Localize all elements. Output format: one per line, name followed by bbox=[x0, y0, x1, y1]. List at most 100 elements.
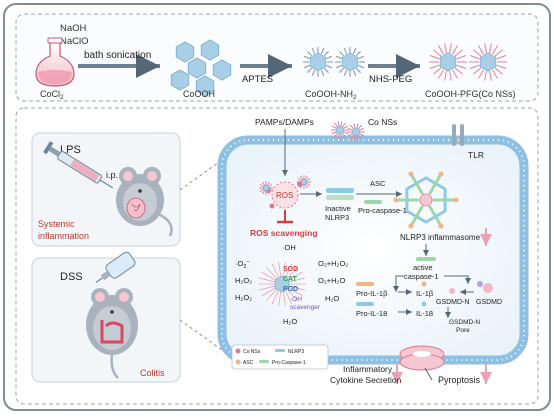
particle-spike bbox=[340, 133, 343, 139]
active-caspase-line2: caspase-1 bbox=[404, 272, 439, 281]
particle-spike bbox=[259, 189, 264, 192]
hexagon-sheet bbox=[200, 39, 220, 61]
particle-spike bbox=[267, 181, 270, 186]
il18-label: IL-18 bbox=[416, 309, 433, 318]
particle-spike bbox=[358, 64, 365, 69]
particle-spike bbox=[324, 68, 329, 73]
particle-spike bbox=[305, 184, 308, 189]
particle-spike bbox=[303, 64, 310, 69]
inflammasome-spoke bbox=[409, 205, 424, 228]
inflammasome-label: NLRP3 inflammasome bbox=[400, 233, 481, 242]
particle-spike bbox=[311, 70, 316, 77]
particle-spike bbox=[353, 135, 356, 141]
particle-spike bbox=[473, 67, 482, 75]
legend-nlrp3: NLRP3 bbox=[288, 349, 304, 355]
particle-core bbox=[479, 52, 497, 72]
inactive-nlrp3-line2: NLRP3 bbox=[325, 213, 349, 222]
inflammasome-core bbox=[419, 193, 433, 207]
hexagon-sheet bbox=[175, 41, 195, 63]
particle-spike bbox=[326, 55, 333, 60]
particle-spike bbox=[454, 67, 463, 75]
particle-spike bbox=[335, 55, 342, 60]
particle-spike bbox=[297, 178, 302, 181]
particle-core bbox=[341, 52, 359, 72]
active-caspase-line1: active bbox=[413, 263, 433, 272]
pod-label: POD bbox=[283, 286, 298, 293]
particle-spike bbox=[337, 133, 340, 139]
reagent-naoh: NaOH bbox=[60, 23, 87, 34]
particle-spike bbox=[478, 69, 484, 79]
h2o2-left2: H₂O₂ bbox=[235, 293, 252, 302]
particle-spike bbox=[342, 132, 347, 138]
ros-scavenging-label: ROS scavenging bbox=[250, 228, 318, 238]
arrow-to-gsdmd bbox=[444, 275, 471, 284]
step3-label: NHS-PEG bbox=[369, 74, 412, 85]
particle-spike bbox=[333, 132, 338, 138]
co-nss-enzyme-icon bbox=[258, 262, 306, 306]
particle-spike bbox=[358, 124, 363, 130]
syringe-icon bbox=[43, 141, 114, 189]
dss-label: DSS bbox=[60, 271, 83, 283]
legend-asc: ASC bbox=[243, 360, 254, 366]
mouse-icon bbox=[116, 167, 173, 237]
particle-spike bbox=[268, 189, 273, 192]
particle-spike bbox=[340, 121, 343, 127]
dss-effect-label: Colitis bbox=[140, 368, 165, 378]
particle-spike bbox=[343, 131, 349, 135]
coooh-nanosheets-icon bbox=[170, 39, 232, 97]
gsdmd-icon bbox=[477, 281, 493, 293]
secretion-line1: Inflammatory bbox=[343, 364, 393, 374]
co-nss-near-ros bbox=[297, 175, 311, 189]
particle-spike bbox=[456, 64, 467, 69]
co-nss-near-ros bbox=[259, 181, 273, 195]
particle-spike bbox=[307, 51, 312, 56]
secretion-line2: Cytokine Secretion bbox=[330, 375, 402, 385]
inactive-nlrp3-line1: Inactive bbox=[325, 204, 351, 213]
particle-spike bbox=[320, 47, 325, 54]
inflammasome-asc bbox=[408, 171, 414, 177]
particle-spike bbox=[343, 70, 348, 77]
legend-box bbox=[231, 344, 329, 370]
hexagon-sheet bbox=[187, 57, 207, 79]
particle-spike bbox=[356, 123, 359, 129]
legend-pro-caspase-icon bbox=[259, 360, 269, 363]
secretion-leader bbox=[424, 367, 433, 381]
legend-co-nss: Co NSs bbox=[243, 349, 261, 355]
pro-il1b-icon bbox=[356, 282, 374, 286]
particle-spike bbox=[347, 127, 353, 131]
water-bottle-icon bbox=[95, 251, 136, 283]
legend-pro-caspase: Pro-Caspase-1 bbox=[272, 360, 306, 366]
connector-bottom bbox=[179, 319, 223, 351]
particle-spike bbox=[494, 49, 503, 57]
gsdmd-pore-line1: GSDMD-N bbox=[449, 319, 480, 326]
particle-spike bbox=[492, 45, 498, 55]
nh2-particle bbox=[303, 47, 333, 77]
particle-spike bbox=[356, 68, 361, 73]
particle-spike bbox=[429, 55, 440, 60]
lps-effect-line2: inflammation bbox=[38, 231, 89, 241]
active-caspase-icon bbox=[416, 257, 436, 261]
particle-spike bbox=[311, 47, 316, 54]
particle-spike bbox=[478, 45, 484, 55]
particle-core bbox=[352, 127, 360, 137]
particle-spike bbox=[259, 184, 264, 187]
co-nss-label: Co NSs bbox=[368, 117, 397, 127]
pro-il18-icon bbox=[356, 302, 374, 306]
particle-spike bbox=[473, 49, 482, 57]
nh2-particle bbox=[335, 47, 365, 77]
pro-il18-label: Pro-IL-18 bbox=[356, 309, 387, 318]
sod-label: SOD bbox=[283, 266, 298, 273]
particle-spike bbox=[484, 43, 487, 54]
il1b-dot bbox=[421, 281, 427, 287]
particle-spike bbox=[352, 47, 357, 54]
connector-top bbox=[179, 159, 223, 191]
particle-spike bbox=[262, 181, 265, 186]
particle-spike bbox=[307, 68, 312, 73]
particle-spike bbox=[349, 124, 354, 130]
gsdmd-n-dot bbox=[449, 288, 455, 294]
cell-membrane bbox=[217, 135, 529, 365]
particle-spike bbox=[452, 69, 458, 79]
particle-spike bbox=[333, 122, 338, 128]
